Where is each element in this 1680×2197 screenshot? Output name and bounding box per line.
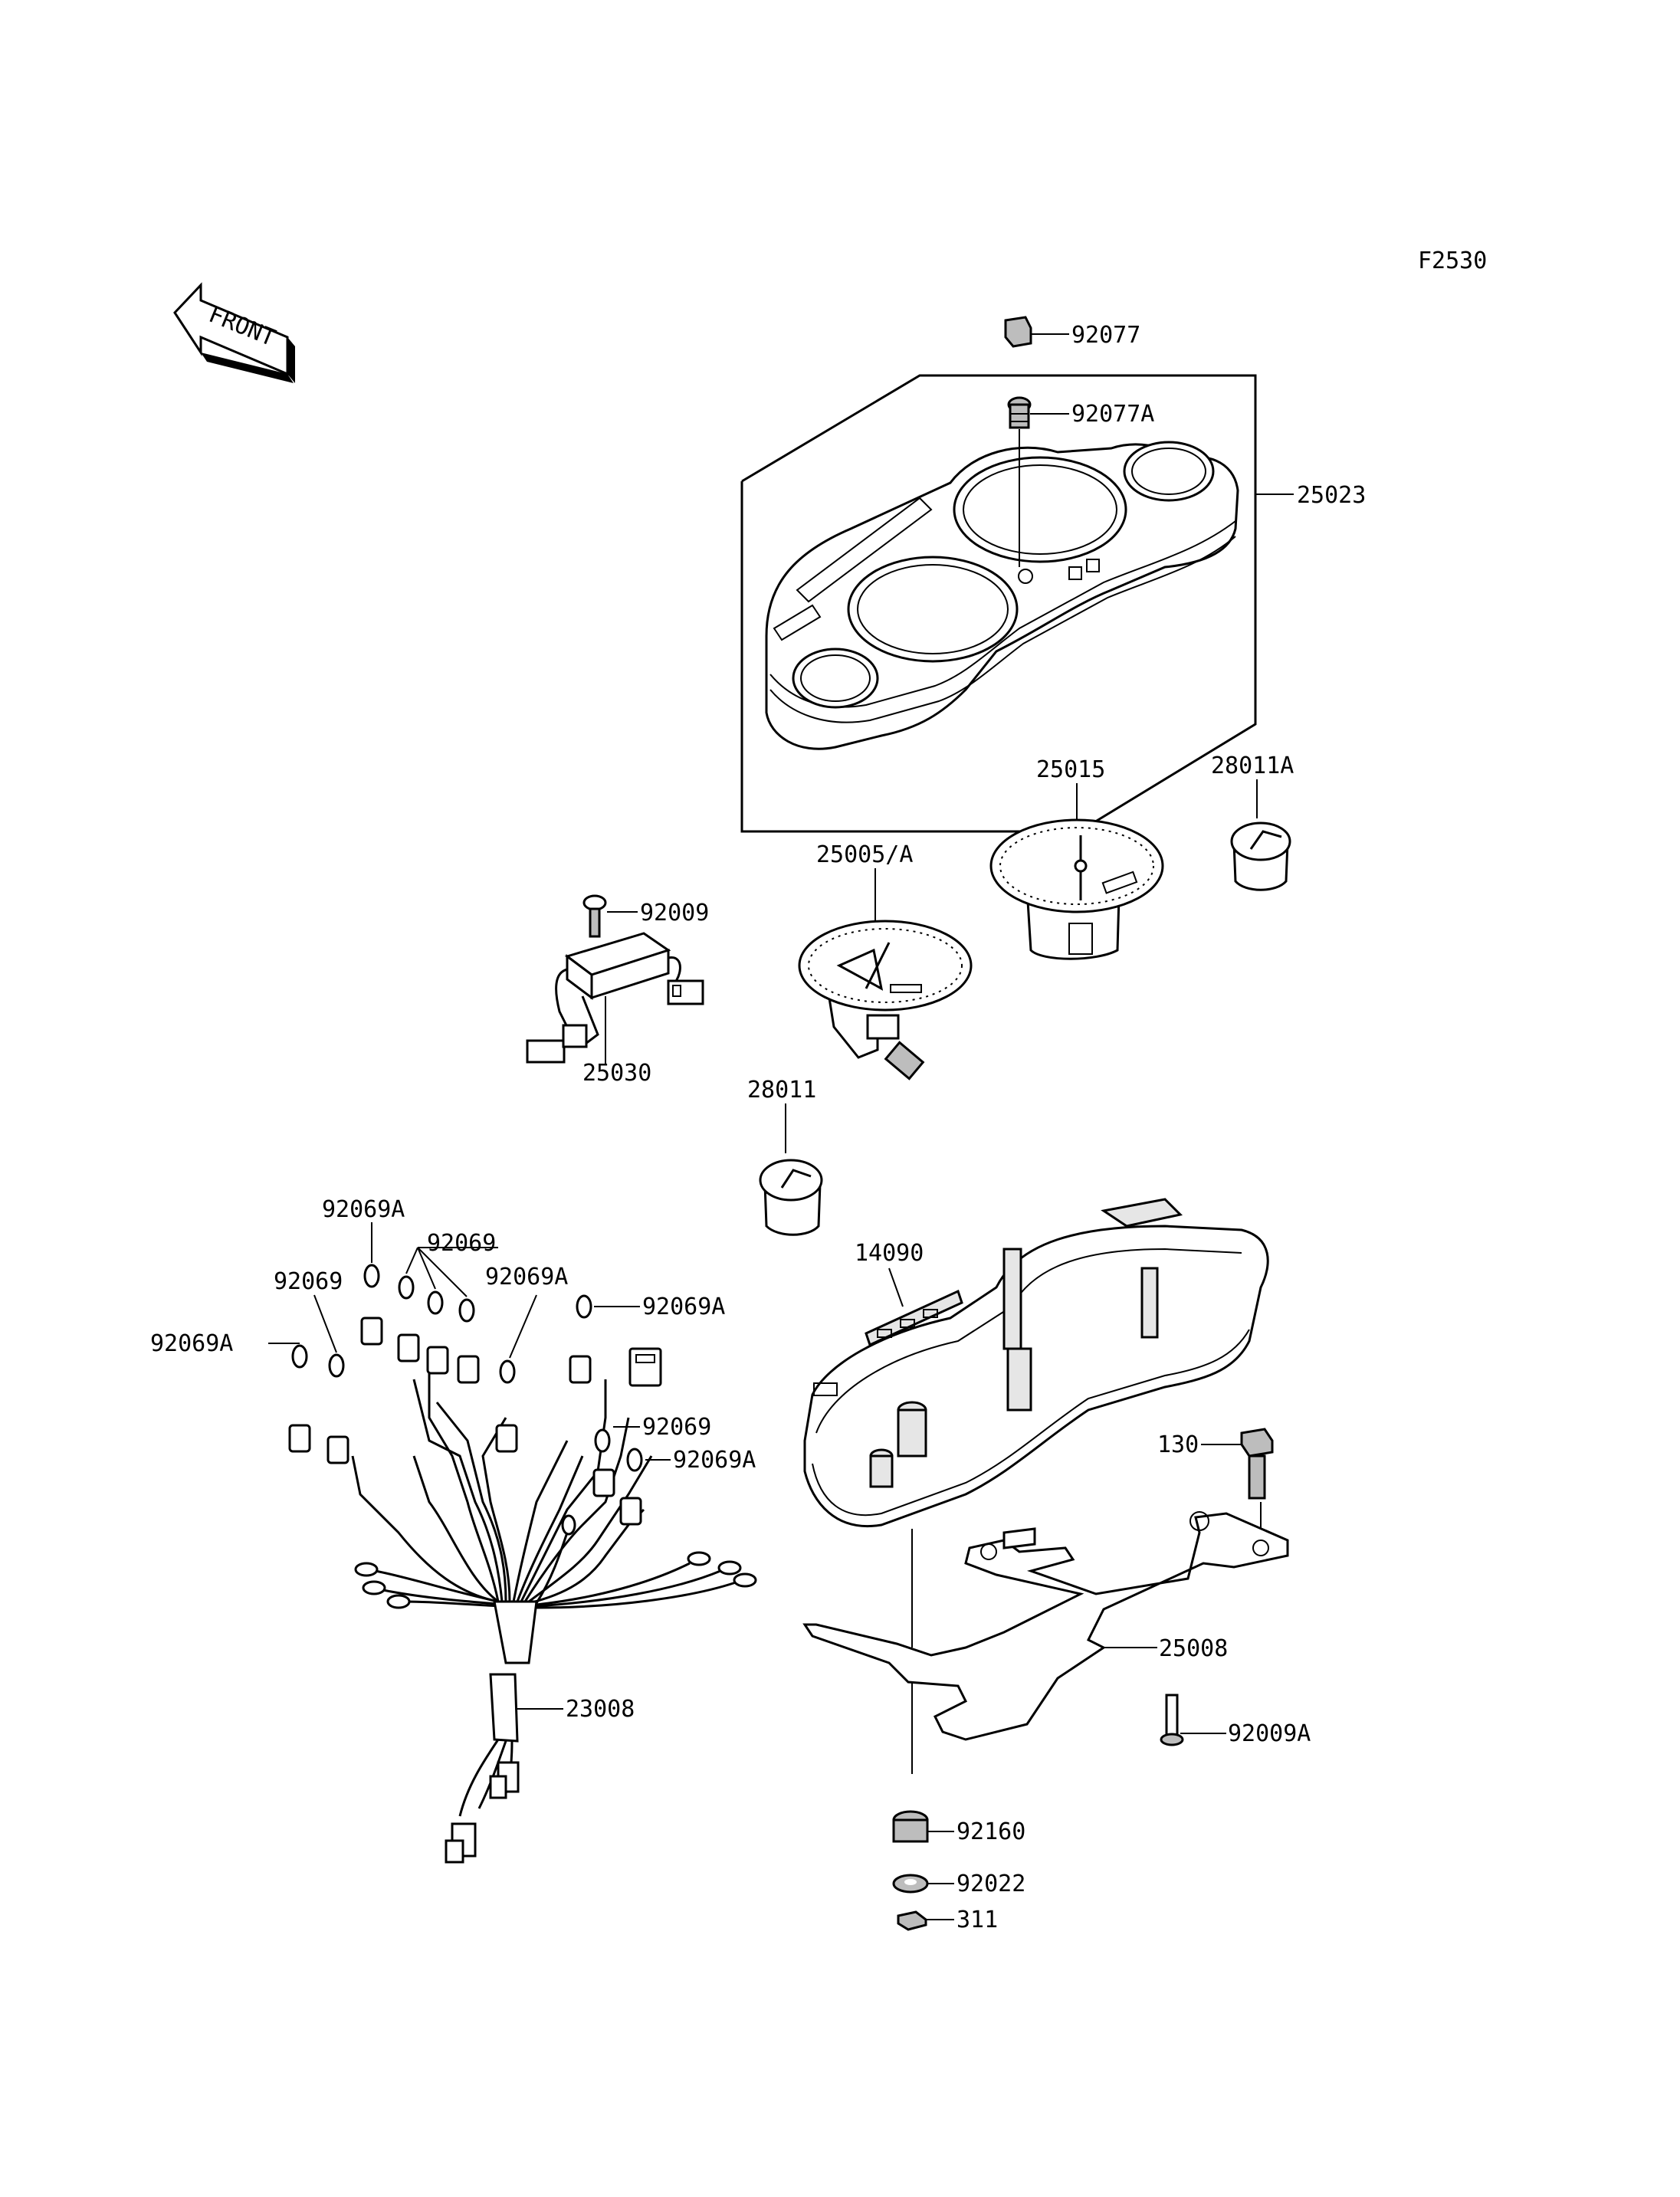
washer-92022-icon: [892, 1874, 954, 1894]
part-label-130: 130: [1157, 1431, 1199, 1458]
part-label-92160: 92160: [956, 1818, 1025, 1845]
speedometer-25005A: [798, 920, 973, 1080]
part-label-25023: 25023: [1297, 482, 1366, 509]
part-label-92009A: 92009A: [1228, 1720, 1311, 1747]
bulb-icons: [291, 1264, 643, 1472]
nut-311-icon: [897, 1910, 954, 1931]
part-label-92009: 92009: [640, 900, 709, 926]
bulb-label-1: 92069A: [322, 1196, 405, 1223]
bulb-label-6: 92069A: [150, 1330, 233, 1357]
part-label-92077A: 92077A: [1071, 401, 1154, 428]
grommet-92160-icon: [892, 1810, 954, 1843]
bulb-socket-28011: [759, 1159, 823, 1236]
meter-cover-box: [740, 374, 1257, 833]
part-label-25030: 25030: [582, 1060, 651, 1087]
bulb-socket-28011A: [1230, 821, 1291, 891]
diagram-code: F2530: [1418, 248, 1487, 274]
screw-92077A-icon: [1007, 396, 1069, 567]
wiring-harness-23008: [351, 1364, 757, 1864]
part-label-92022: 92022: [956, 1871, 1025, 1897]
meter-cover-25023: [765, 441, 1239, 750]
screw-92009A-icon: [1160, 1694, 1226, 1746]
bulb-label-2: 92069: [427, 1230, 496, 1257]
part-label-14090: 14090: [855, 1240, 924, 1267]
screw-92077-icon: [1004, 316, 1069, 348]
part-label-25005A: 25005/A: [816, 841, 913, 868]
part-label-28011A: 28011A: [1211, 753, 1294, 779]
screw-92009-icon: [582, 894, 638, 938]
part-label-28011: 28011: [747, 1077, 816, 1103]
bulb-sockets: [288, 1317, 662, 1526]
control-unit-25030: [526, 932, 704, 1064]
part-label-311: 311: [956, 1907, 998, 1933]
bulb-label-5: 92069A: [642, 1294, 725, 1320]
part-label-92077: 92077: [1071, 322, 1140, 349]
front-arrow-icon: FRONT: [173, 282, 295, 383]
part-label-25015: 25015: [1036, 756, 1105, 783]
part-label-23008: 23008: [566, 1696, 635, 1723]
tachometer-25015: [989, 818, 1164, 960]
part-label-25008: 25008: [1159, 1635, 1228, 1662]
bulb-label-4: 92069A: [485, 1264, 568, 1290]
bracket-25008: [802, 1511, 1289, 1774]
bulb-leaders: [268, 1222, 671, 1461]
bulb-label-7: 92069: [642, 1414, 711, 1441]
meter-case-14090: [803, 1198, 1269, 1648]
bulb-label-3: 92069: [274, 1268, 343, 1295]
bulb-label-8: 92069A: [673, 1447, 756, 1474]
